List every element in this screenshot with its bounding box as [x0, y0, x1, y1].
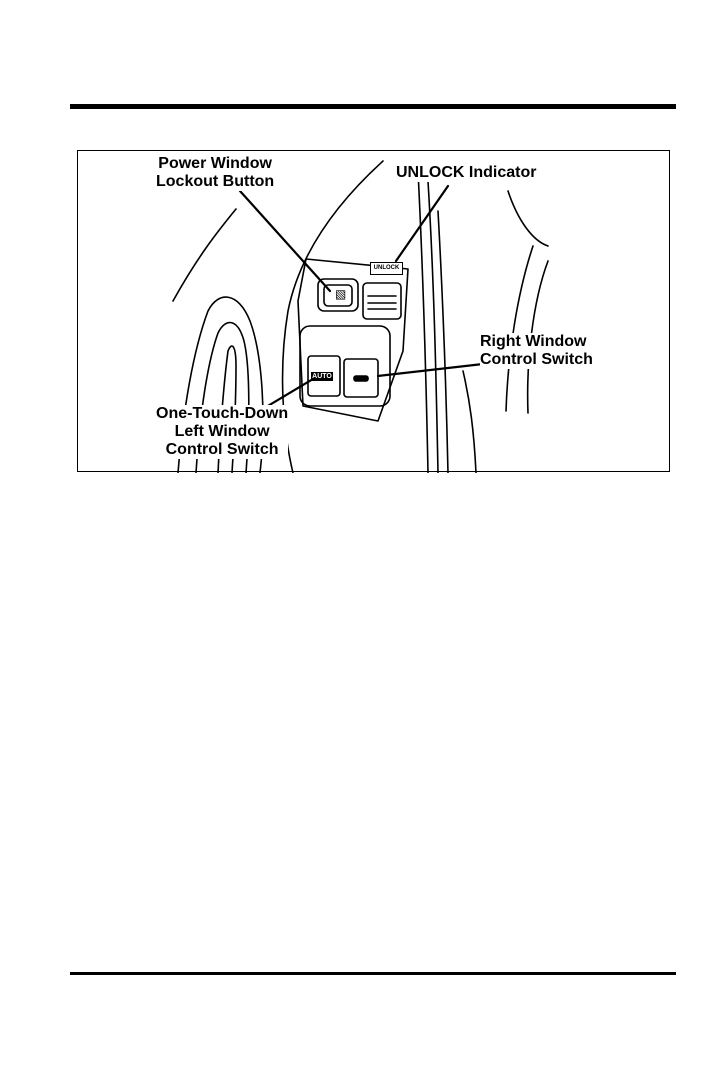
callout-lockout-line1: Power Window [156, 155, 274, 173]
callout-left-line3: Control Switch [156, 441, 288, 459]
callout-lockout-button: Power Window Lockout Button [156, 155, 274, 191]
door-edge-line [173, 209, 236, 301]
leader-right-window [378, 364, 483, 376]
mirror-switch-lines [368, 296, 396, 309]
callout-left-line2: Left Window [156, 423, 288, 441]
auto-indicator-tag: AUTO [311, 372, 333, 381]
pillar-line-3 [438, 211, 448, 473]
window-lock-icon: ▧ [335, 288, 346, 300]
power-window-illustration: Power Window Lockout Button UNLOCK Indic… [77, 150, 670, 472]
callout-right-window-switch: Right Window Control Switch [480, 333, 593, 369]
mirror-switch-housing [363, 283, 401, 319]
callout-right-line1: Right Window [480, 333, 593, 351]
door-trim-curve [283, 161, 383, 473]
window-switch-cluster [300, 326, 390, 406]
pillar-line-2 [428, 181, 438, 473]
pillar-line-4 [463, 371, 476, 473]
callout-unlock-text: UNLOCK Indicator [396, 164, 536, 182]
seat-curve-1 [506, 246, 533, 411]
unlock-indicator-tag: UNLOCK [370, 262, 403, 275]
callout-unlock-indicator: UNLOCK Indicator [396, 164, 536, 182]
callout-right-line2: Control Switch [480, 351, 593, 369]
seat-edge [508, 191, 548, 246]
footer-rule [70, 972, 676, 975]
callout-lockout-line2: Lockout Button [156, 173, 274, 191]
right-switch-slot [354, 376, 368, 381]
callout-left-window-switch: One-Touch-Down Left Window Control Switc… [156, 405, 288, 459]
header-rule [70, 104, 676, 109]
callout-left-line1: One-Touch-Down [156, 405, 288, 423]
